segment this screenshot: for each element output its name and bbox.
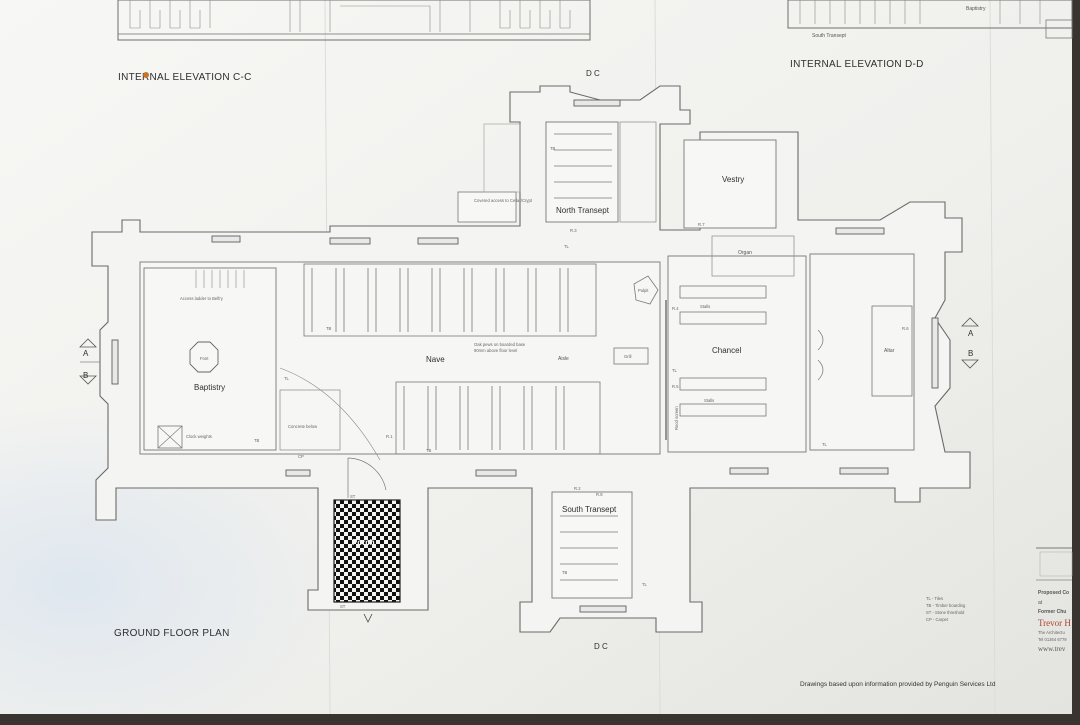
nave-pews-north — [303, 263, 597, 337]
porch-label: Porch — [352, 538, 375, 547]
stalls-bottom-label: Stalls — [704, 398, 714, 403]
legend-tb: TB - Timber boarding — [926, 603, 966, 608]
belfry-ladder — [195, 270, 245, 288]
concrete-below-note: Concrete below — [288, 424, 318, 429]
section-marker-bottom: D C — [594, 642, 608, 651]
tag-st-porch-top: ST — [350, 494, 356, 499]
tag-tl-crossing: TL — [564, 244, 570, 249]
entry-arrow-icon — [363, 613, 373, 623]
tag-r7: R.7 — [698, 222, 705, 227]
tag-r5: R.5 — [672, 384, 679, 389]
marker-a-left: A — [83, 349, 89, 358]
titleblock-web: www.trev — [1038, 645, 1066, 653]
title-block: Proposed Co at Former Chu Trevor H The A… — [1036, 547, 1073, 653]
nave-pews-south — [395, 381, 601, 455]
vestry-label: Vestry — [722, 175, 744, 184]
tag-tb-south-transept: TB — [562, 570, 568, 575]
transept-pews — [554, 133, 618, 581]
tag-r2: R.2 — [574, 486, 581, 491]
tag-r4: R.4 — [672, 306, 679, 311]
legend-cp: CP - Carpet — [926, 617, 949, 622]
aisle-label: Aisle — [558, 356, 569, 362]
access-ladder-note: Access ladder to Belfry — [180, 296, 224, 301]
tag-tl-aisle: TL — [284, 376, 290, 381]
elevation-c-c-title: INTERNAL ELEVATION C-C — [118, 72, 252, 83]
font-label: Font — [200, 356, 209, 361]
material-legend: TL - Tiles TB - Timber boarding ST - Sto… — [926, 596, 966, 622]
section-marker-top: D C — [586, 69, 600, 78]
nave-label: Nave — [426, 355, 445, 364]
tag-tb-north-transept: TB — [550, 146, 556, 151]
titleblock-firm: Trevor H — [1038, 618, 1071, 628]
church-outline — [91, 85, 971, 633]
titleblock-firm-sub: The Architectu — [1038, 630, 1065, 635]
section-arrows-right — [961, 317, 979, 369]
tag-tl-chancel: TL — [672, 368, 678, 373]
stalls-top-label: Stalls — [700, 304, 710, 309]
chancel-label: Chancel — [712, 346, 742, 355]
tag-r1: R.1 — [386, 434, 393, 439]
titleblock-proposed: Proposed Co — [1038, 590, 1069, 596]
drawing-credit: Drawings based upon information provided… — [800, 681, 996, 688]
elevation-d-d-title: INTERNAL ELEVATION D-D — [790, 59, 924, 70]
tag-st-porch-bottom: ST — [340, 604, 346, 609]
baptistry-label: Baptistry — [194, 383, 225, 392]
elevation-d-d-baptistry-label: Baptistry — [966, 6, 986, 12]
tag-tb-nave-north: TB — [326, 326, 332, 331]
tag-tb-nave-south: TB — [426, 448, 432, 453]
titleblock-at: at — [1038, 600, 1043, 606]
oak-pews-note-1: Oak pews on boarded base — [474, 342, 526, 347]
ground-floor-plan-title: GROUND FLOOR PLAN — [114, 628, 230, 639]
organ-label: Organ — [738, 250, 752, 256]
legend-tl: TL - Tiles — [926, 596, 943, 601]
elevation-d-d-drawing — [787, 0, 1073, 39]
porch-checker-floor — [333, 499, 401, 603]
titleblock-former: Former Chu — [1038, 609, 1066, 615]
covered-access-note: Covered access to Cellar/Crypt — [474, 198, 533, 203]
tag-cp: CP — [298, 454, 304, 459]
tag-r8: R.8 — [596, 492, 603, 497]
windows — [111, 99, 939, 613]
altar-label: Altar — [884, 348, 895, 354]
rood-screen-label: Rood screen — [674, 406, 679, 430]
tag-r3: R.3 — [570, 228, 577, 233]
legend-st: ST - Stone threshold — [926, 610, 965, 615]
marker-b-left: B — [83, 371, 88, 380]
tag-r6: R.6 — [902, 326, 909, 331]
elevation-c-c-drawing — [117, 0, 591, 41]
marker-b-right: B — [968, 349, 973, 358]
oak-pews-note-2: 90mm above floor level — [474, 348, 517, 353]
north-transept-label: North Transept — [556, 206, 610, 215]
tag-tl-sanctuary: TL — [822, 442, 828, 447]
titleblock-phone: Tel 01364 6779 — [1038, 637, 1067, 642]
marker-a-right: A — [968, 329, 974, 338]
tag-tl-south-transept: TL — [642, 582, 648, 587]
grill-label: Grill — [624, 354, 632, 359]
pulpit-label: Pulpit — [638, 288, 649, 293]
elevation-d-d-subtitle: South Transept — [812, 33, 847, 39]
south-transept-label: South Transept — [562, 505, 617, 514]
ink-mark — [143, 72, 149, 78]
tag-tb-baptistry: TB — [254, 438, 260, 443]
clock-weights-note: Clock weights — [186, 434, 212, 439]
